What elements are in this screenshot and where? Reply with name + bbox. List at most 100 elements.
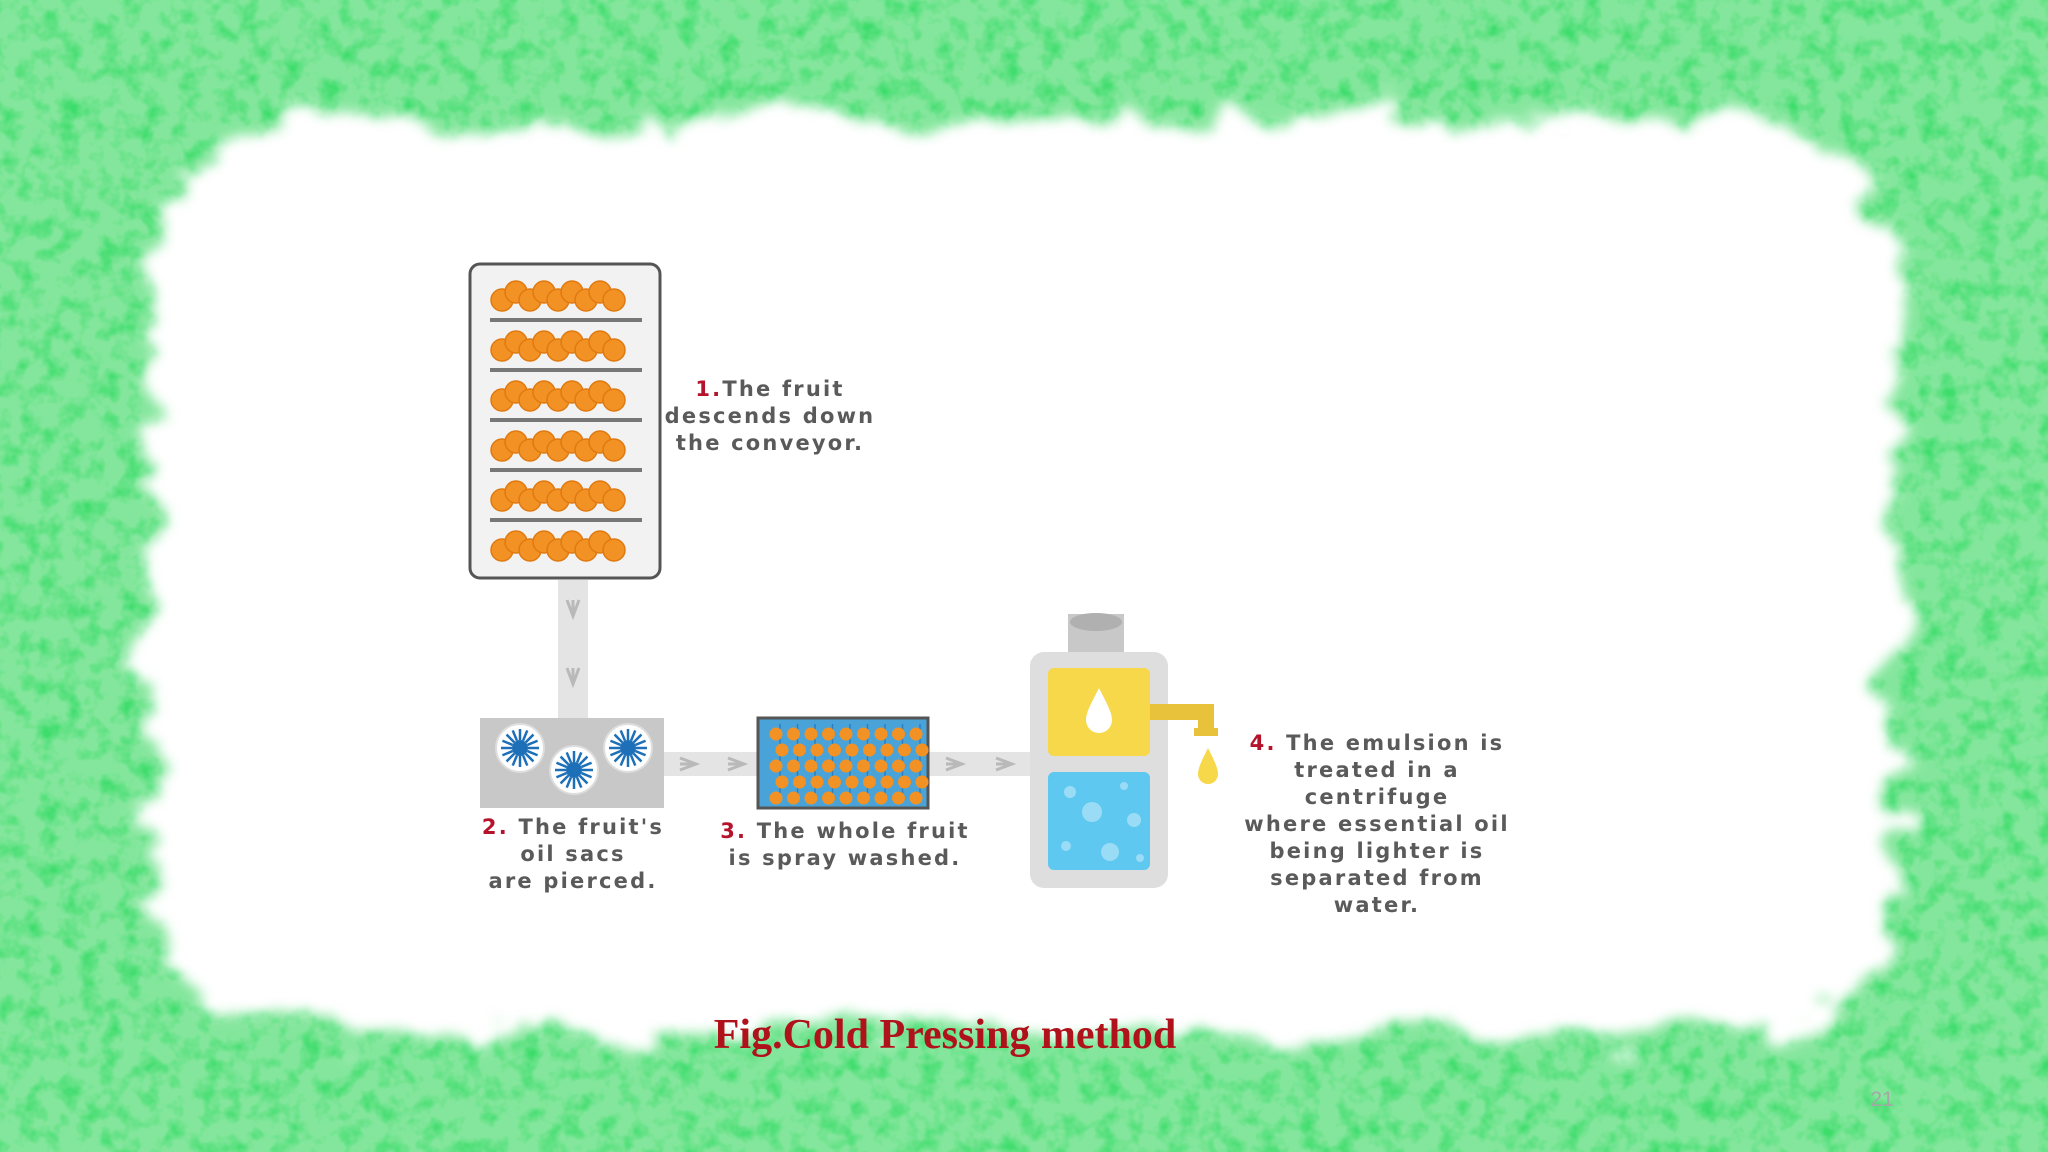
fruit (810, 743, 824, 757)
fruit (898, 775, 911, 789)
fruit (602, 338, 626, 362)
conveyor-shelf (490, 418, 642, 422)
fruit (909, 791, 923, 805)
fruit (874, 791, 888, 805)
step-1-label: 1.The fruit descends down the conveyor. (660, 376, 880, 457)
bubble (1136, 854, 1144, 862)
step-line: The fruit's (518, 815, 665, 839)
fruit (602, 388, 626, 412)
step-line: where essential oil (1244, 812, 1510, 836)
fruit (769, 759, 783, 773)
fruit (839, 759, 853, 773)
fruit (775, 775, 789, 789)
step-line: treated in a centrifuge (1294, 758, 1460, 809)
fruit (915, 775, 929, 789)
step-line: The emulsion is (1286, 731, 1505, 755)
fruit (909, 727, 923, 741)
fruit (863, 775, 876, 789)
fruit (828, 775, 841, 789)
fruit (602, 538, 626, 562)
conveyor-shelf (490, 368, 642, 372)
spray-wash-icon (756, 716, 930, 810)
step-line: The fruit (722, 377, 845, 401)
fruit (602, 488, 626, 512)
fruit (845, 775, 859, 789)
fruit (892, 727, 905, 741)
fruit (874, 759, 888, 773)
figure-caption: Fig.Cold Pressing method (713, 1012, 1177, 1058)
step-line: The whole fruit (756, 819, 970, 843)
down-arrow-icon (565, 667, 581, 689)
fruit (857, 759, 870, 773)
page-number: 21 (1870, 1088, 1894, 1111)
right-arrow-icon (679, 756, 701, 772)
fruit (863, 743, 876, 757)
right-arrow-icon (727, 756, 749, 772)
fruit (793, 775, 806, 789)
fruit (880, 775, 894, 789)
fruit (804, 727, 818, 741)
step-line: descends down (664, 404, 876, 428)
right-arrow-icon (945, 756, 967, 772)
fruit (822, 759, 835, 773)
fruit (880, 743, 894, 757)
bubble (1061, 841, 1071, 851)
step-3-label: 3. The whole fruit is spray washed. (715, 818, 975, 872)
fruit (769, 727, 783, 741)
fruit (909, 759, 923, 773)
oil-drop-icon (1198, 748, 1218, 784)
step-line: oil sacs (520, 842, 626, 866)
conveyor-shelf (490, 318, 642, 322)
step-line: water. (1333, 893, 1421, 917)
fruit (775, 743, 789, 757)
piercing-rollers-icon (480, 718, 664, 808)
flow-arrows (558, 580, 1030, 776)
fruit (839, 727, 853, 741)
step-line: being lighter is (1269, 839, 1485, 863)
step-line: are pierced. (488, 869, 658, 893)
fruit (822, 791, 835, 805)
fruit (892, 759, 905, 773)
bubble (1101, 843, 1119, 861)
fruit (857, 727, 870, 741)
fruit (602, 288, 626, 312)
bubble (1120, 782, 1128, 790)
step-number: 2. (481, 815, 509, 839)
fruit (787, 727, 800, 741)
step-line: the conveyor. (675, 431, 865, 455)
fruit (898, 743, 911, 757)
fruit (787, 759, 800, 773)
right-arrow-icon (995, 756, 1017, 772)
fruit (857, 791, 870, 805)
fruit (769, 791, 783, 805)
fruit (915, 743, 929, 757)
fruit (602, 438, 626, 462)
down-arrow-icon (565, 599, 581, 621)
step-line: separated from (1270, 866, 1484, 890)
conveyor-shelf (490, 518, 642, 522)
step-2-label: 2. The fruit's oil sacs are pierced. (462, 814, 684, 895)
fruit (828, 743, 841, 757)
centrifuge-icon (1030, 613, 1218, 888)
bubble (1082, 802, 1102, 822)
step-number: 1. (695, 377, 723, 401)
fruit (822, 727, 835, 741)
step-number: 4. (1249, 731, 1277, 755)
bubble (1127, 813, 1141, 827)
fruit (845, 743, 859, 757)
fruit (892, 791, 905, 805)
fruit (874, 727, 888, 741)
fruit (787, 791, 800, 805)
bubble (1064, 786, 1076, 798)
fruit (793, 743, 806, 757)
step-4-label: 4. The emulsion is treated in a centrifu… (1222, 730, 1532, 919)
fruit-conveyor-icon (468, 262, 662, 580)
step-number: 3. (720, 819, 748, 843)
fruit (839, 791, 853, 805)
fruit (804, 759, 818, 773)
fruit (804, 791, 818, 805)
step-line: is spray washed. (728, 846, 962, 870)
fruit (810, 775, 824, 789)
